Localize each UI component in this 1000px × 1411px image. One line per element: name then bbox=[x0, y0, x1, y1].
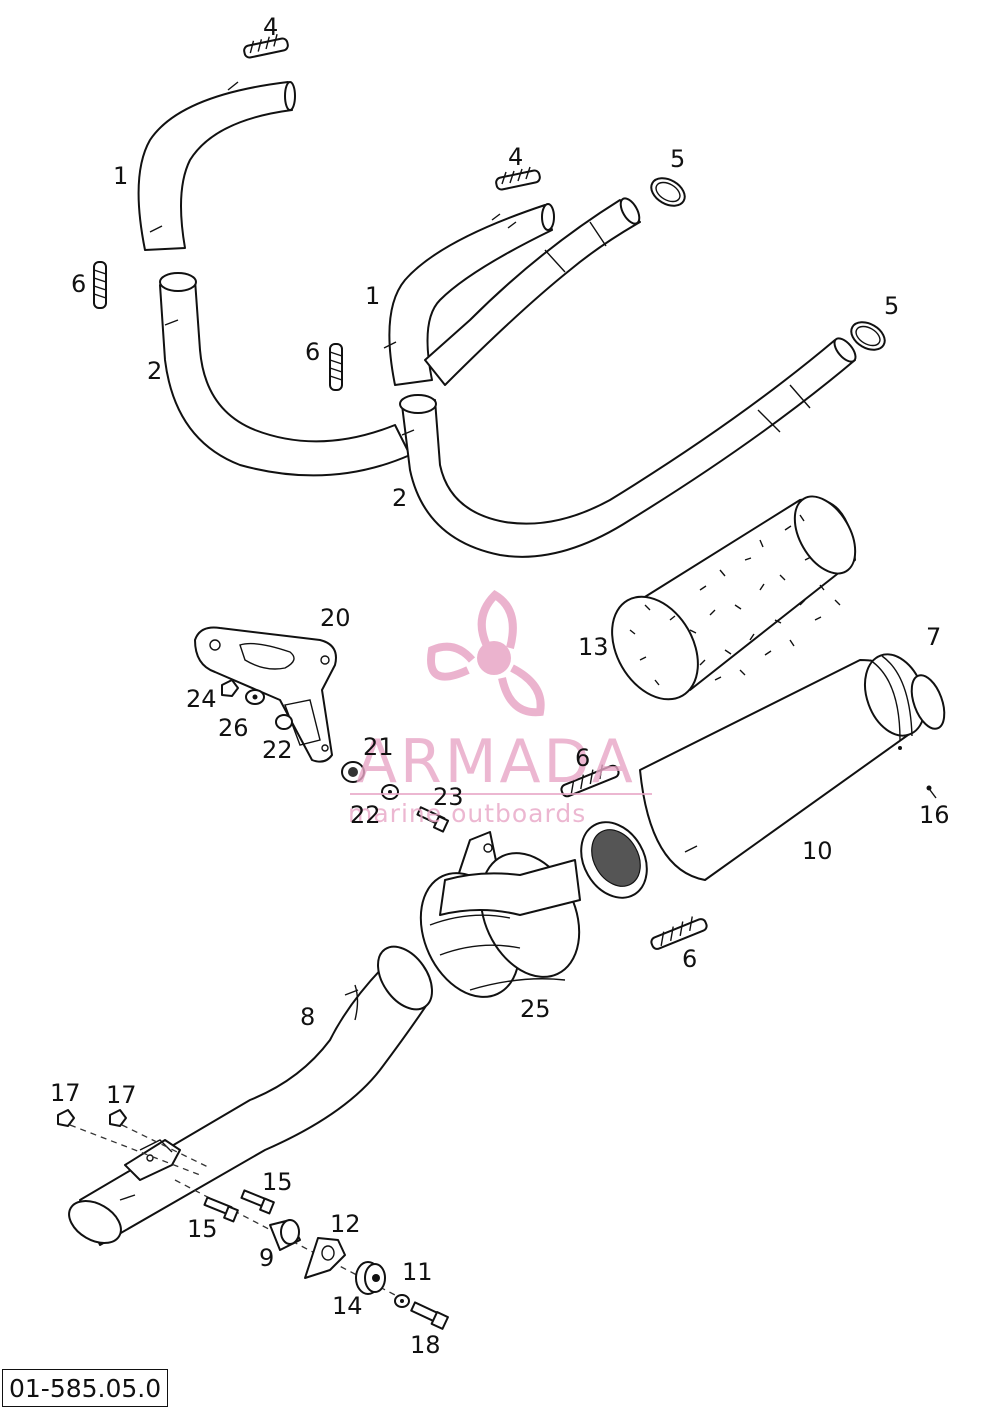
bush bbox=[269, 1219, 301, 1251]
callout-header-pipe-lower-a: 2 bbox=[147, 357, 162, 385]
callout-nut-17-b: 17 bbox=[106, 1081, 137, 1109]
callout-washer-26: 26 bbox=[218, 714, 249, 742]
silencer-body bbox=[639, 653, 946, 881]
holder bbox=[304, 1237, 346, 1279]
callout-nut-17-a: 17 bbox=[50, 1079, 81, 1107]
watermark-brand: ARMADA bbox=[356, 727, 636, 797]
spring-middle bbox=[329, 343, 343, 391]
grommet-21 bbox=[341, 761, 365, 783]
callout-spring-mid-right: 4 bbox=[508, 143, 523, 171]
callout-nut-24: 24 bbox=[186, 685, 217, 713]
bracket bbox=[194, 626, 337, 763]
callout-bracket: 20 bbox=[320, 604, 351, 632]
mount-band bbox=[419, 831, 581, 998]
header-pipe-upper-b bbox=[383, 203, 555, 386]
callout-grommet-21: 21 bbox=[363, 733, 394, 761]
spring-top bbox=[243, 34, 289, 59]
callout-spring-6-lower: 6 bbox=[682, 945, 697, 973]
rubber-mount bbox=[355, 1261, 386, 1295]
callout-washer-11: 11 bbox=[402, 1258, 433, 1286]
watermark-tagline: marine outboards bbox=[348, 799, 586, 828]
clamp-b bbox=[850, 321, 886, 351]
nut-24 bbox=[221, 679, 239, 697]
header-pipe-upper-a bbox=[137, 81, 296, 251]
callout-silencer-10: 10 bbox=[802, 837, 833, 865]
perforated-end bbox=[580, 821, 648, 899]
spring-center bbox=[560, 764, 620, 798]
callout-clamp-b: 5 bbox=[884, 292, 899, 320]
callout-end-cap: 7 bbox=[926, 623, 941, 651]
spring-left bbox=[93, 261, 107, 309]
propeller-icon bbox=[427, 589, 545, 717]
link-pipe bbox=[68, 945, 433, 1246]
callout-clamp-a: 5 bbox=[670, 145, 685, 173]
bolt-18 bbox=[410, 1301, 449, 1330]
clamp-a bbox=[650, 177, 686, 207]
callout-header-pipe-upper-b: 1 bbox=[365, 282, 380, 310]
callout-bush-9: 9 bbox=[259, 1244, 274, 1272]
washer-11 bbox=[394, 1294, 410, 1308]
spacer-22-a bbox=[275, 714, 293, 730]
callout-link-pipe-8: 8 bbox=[300, 1003, 315, 1031]
long-pipe-upper bbox=[424, 197, 641, 386]
callout-mount-band-25: 25 bbox=[520, 995, 551, 1023]
callout-rubber-14: 14 bbox=[332, 1292, 363, 1320]
rivet bbox=[926, 785, 937, 799]
callout-bolt-15-b: 15 bbox=[187, 1215, 218, 1243]
bolt-15-a bbox=[240, 1189, 275, 1215]
silencer-insert bbox=[611, 495, 857, 701]
bolt-15-b bbox=[203, 1196, 239, 1223]
callout-header-pipe-lower-b: 2 bbox=[392, 484, 407, 512]
callout-header-pipe-upper-a: 1 bbox=[113, 162, 128, 190]
bolt-23 bbox=[416, 806, 450, 833]
callout-rivet-16: 16 bbox=[919, 801, 950, 829]
callout-spacer-22-a: 22 bbox=[262, 736, 293, 764]
callout-silencer-insert: 13 bbox=[578, 633, 609, 661]
callout-spacer-22-b: 22 bbox=[350, 801, 381, 829]
callout-bolt-15-a: 15 bbox=[262, 1168, 293, 1196]
callout-bolt-23: 23 bbox=[433, 783, 464, 811]
header-pipe-lower-b bbox=[399, 337, 857, 558]
callout-spring-6-center: 6 bbox=[575, 744, 590, 772]
spring-mid-right bbox=[495, 166, 541, 191]
drawing-reference-number: 01-585.05.0 bbox=[2, 1369, 169, 1407]
nut-17-a bbox=[57, 1109, 75, 1127]
callout-spring-left: 6 bbox=[71, 270, 86, 298]
callout-holder-12: 12 bbox=[330, 1210, 361, 1238]
spring-lower bbox=[650, 916, 708, 950]
callout-spring-middle: 6 bbox=[305, 338, 320, 366]
nut-17-b bbox=[109, 1109, 127, 1127]
callout-bolt-18: 18 bbox=[410, 1331, 441, 1359]
washer-26 bbox=[245, 689, 265, 705]
callout-spring-top: 4 bbox=[263, 13, 278, 41]
watermark-logo bbox=[427, 589, 545, 717]
